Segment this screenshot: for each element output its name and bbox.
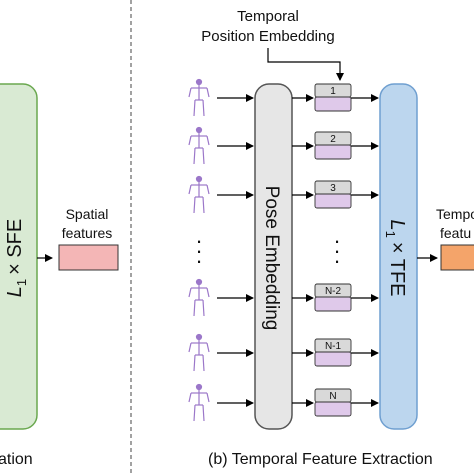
skeleton-icon [188,78,210,117]
frame-row: N-2 [188,278,379,317]
spatial-features-box [58,244,119,271]
sfe-block [0,83,38,430]
left-panel: L1× SFE Spatial features ation [0,83,119,468]
token-label: 3 [330,183,336,194]
left-caption: ation [0,451,33,468]
temporal-features-label-line2: featu [440,225,471,241]
token-ellipsis: ··· [333,228,340,273]
tpe-label-line1: Temporal [237,8,299,25]
token-label: 1 [330,86,336,97]
sfe-block-label: L1× SFE [4,219,29,298]
spatial-features-label-line2: features [62,225,113,241]
token-label: N-1 [325,341,342,352]
frame-row: 2 [188,126,379,165]
token-label: N-2 [325,286,342,297]
frame-row: N-1 [188,333,379,372]
tfe-block-label: L1× TFE [383,219,408,296]
skeleton-ellipsis: ··· [195,228,202,273]
tpe-label-line2: Position Embedding [201,28,334,45]
embedding-token [314,193,352,209]
skeleton-icon [188,126,210,165]
frame-rows: 1 2 3N-2N-1N [188,78,379,422]
spatial-features-label-line1: Spatial [66,206,109,222]
embedding-token [314,351,352,367]
tfe-block [379,83,418,430]
pose-embedding-label: Pose Embedding [261,186,282,331]
frame-row: 1 [188,78,379,117]
temporal-features-label-line1: Tempo [436,206,474,222]
pose-embedding-block [254,83,293,430]
frame-row: N [188,383,379,422]
embedding-token [314,296,352,312]
skeleton-icon [188,333,210,372]
skeleton-icon [188,175,210,214]
frame-row: 3 [188,175,379,214]
tpe-arrow [267,48,344,81]
skeleton-icon [188,278,210,317]
right-caption: (b) Temporal Feature Extraction [208,451,433,468]
right-panel: Temporal Position Embedding Pose Embeddi… [188,8,474,468]
skeleton-icon [188,383,210,422]
temporal-features-box [440,244,474,271]
embedding-token [314,96,352,112]
embedding-token [314,144,352,160]
token-label: 2 [330,134,336,145]
embedding-token [314,401,352,417]
token-label: N [329,391,336,402]
